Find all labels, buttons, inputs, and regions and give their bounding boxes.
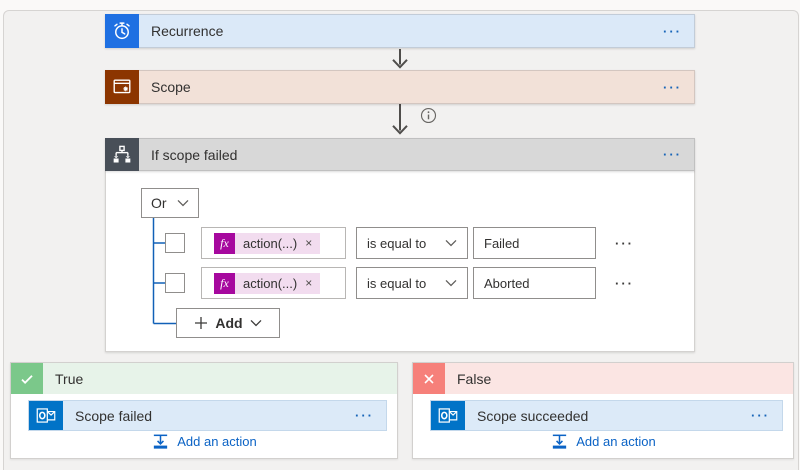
remove-expression-icon[interactable]: ×	[305, 276, 313, 290]
add-condition-button[interactable]: Add	[176, 308, 280, 338]
outlook-icon	[431, 401, 465, 430]
join-operator-dropdown[interactable]: Or	[141, 188, 199, 218]
condition-branch-icon	[105, 138, 139, 171]
condition-row-checkbox[interactable]	[165, 273, 185, 293]
card-menu-button[interactable]: ···	[663, 23, 682, 39]
card-title: Recurrence	[151, 23, 224, 39]
condition-editor: Or fx action(...) × is equal to Failed ·…	[105, 171, 695, 352]
add-an-action-label: Add an action	[576, 434, 656, 449]
card-menu-button[interactable]: ···	[355, 408, 374, 423]
add-button-label: Add	[215, 315, 243, 331]
recurrence-trigger-card[interactable]: Recurrence ···	[105, 14, 695, 48]
x-icon	[413, 363, 445, 394]
condition-expression-field[interactable]: fx action(...) ×	[201, 267, 346, 299]
chevron-down-icon	[445, 279, 457, 287]
card-menu-button[interactable]: ···	[663, 147, 682, 162]
row-menu-button[interactable]: ···	[604, 267, 634, 299]
scope-failed-action-card[interactable]: Scope failed ···	[28, 400, 387, 431]
row-menu-dots: ···	[615, 235, 634, 251]
expression-token-label: action(...)	[243, 235, 298, 251]
operator-value: is equal to	[367, 235, 427, 251]
condition-value-input[interactable]: Aborted	[473, 267, 596, 299]
false-branch-panel: False Scope succeeded ··· Add an action	[412, 362, 794, 459]
card-title: Scope	[151, 79, 191, 95]
true-branch-header: True	[11, 363, 397, 394]
expression-token-label: action(...)	[243, 275, 298, 291]
condition-expression-field[interactable]: fx action(...) ×	[201, 227, 346, 259]
card-title: Scope succeeded	[477, 407, 589, 424]
branch-label: True	[55, 370, 84, 387]
insert-action-icon	[553, 434, 567, 449]
operator-dropdown[interactable]: is equal to	[356, 227, 468, 259]
chevron-down-icon	[177, 199, 189, 207]
add-an-action-label: Add an action	[177, 434, 257, 449]
fx-expression-icon: fx	[214, 232, 235, 254]
card-title: Scope failed	[75, 407, 153, 424]
row-menu-button[interactable]: ···	[604, 227, 634, 259]
outlook-icon	[29, 401, 63, 430]
check-icon	[11, 363, 43, 394]
info-icon[interactable]	[420, 107, 437, 124]
flow-arrow-icon	[392, 104, 408, 135]
operator-dropdown[interactable]: is equal to	[356, 267, 468, 299]
remove-expression-icon[interactable]: ×	[305, 236, 313, 250]
join-operator-value: Or	[151, 195, 167, 211]
scope-succeeded-action-card[interactable]: Scope succeeded ···	[430, 400, 783, 431]
scope-action-card[interactable]: Scope ···	[105, 70, 695, 104]
operator-value: is equal to	[367, 275, 427, 291]
flow-arrow-icon	[392, 49, 408, 69]
true-branch-panel: True Scope failed ··· Add an action	[10, 362, 398, 459]
card-title: If scope failed	[151, 146, 238, 163]
card-menu-button[interactable]: ···	[663, 79, 682, 95]
branch-label: False	[457, 370, 492, 387]
fx-expression-icon: fx	[214, 272, 235, 294]
condition-row-checkbox[interactable]	[165, 233, 185, 253]
plus-icon	[195, 317, 208, 329]
chevron-down-icon	[445, 239, 457, 247]
chevron-down-icon	[250, 319, 262, 327]
card-menu-button[interactable]: ···	[751, 408, 770, 423]
add-an-action-button[interactable]: Add an action	[11, 432, 397, 451]
recurrence-clock-icon	[105, 14, 139, 48]
scope-window-gear-icon	[105, 70, 139, 104]
condition-card[interactable]: If scope failed ···	[105, 138, 695, 171]
false-branch-header: False	[413, 363, 793, 394]
row-menu-dots: ···	[615, 275, 634, 291]
insert-action-icon	[154, 434, 168, 449]
condition-value-input[interactable]: Failed	[473, 227, 596, 259]
add-an-action-button[interactable]: Add an action	[413, 432, 793, 451]
